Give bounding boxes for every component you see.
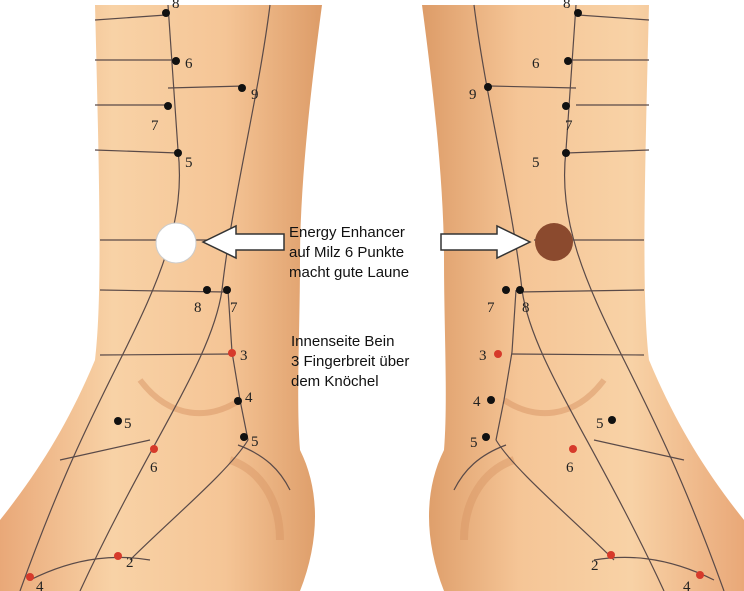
right-acupoint-marker (502, 286, 510, 294)
note-line: 3 Fingerbreit über (291, 352, 409, 372)
right-acupoint-marker (487, 396, 495, 404)
left-acupoint-label: 7 (151, 118, 159, 134)
right-acupoint-label: 5 (470, 435, 478, 451)
right-acupoint-label: 3 (479, 348, 487, 364)
right-acupoint-marker (494, 350, 502, 358)
left-acupoint-marker (164, 102, 172, 110)
right-acupoint-label: 4 (473, 394, 481, 410)
right-acupoint-marker (562, 102, 570, 110)
left-acupoint-label: 8 (172, 0, 180, 12)
left-acupoint-marker (172, 57, 180, 65)
spleen-6-highlight-white (156, 223, 196, 263)
left-acupoint-label: 8 (194, 300, 202, 316)
left-acupoint-marker (223, 286, 231, 294)
left-acupoint-marker (203, 286, 211, 294)
left-acupoint-label: 5 (251, 434, 259, 450)
right-acupoint-marker (607, 551, 615, 559)
right-acupoint-label: 9 (469, 87, 477, 103)
right-acupoint-marker (484, 83, 492, 91)
left-acupoint-label: 4 (36, 579, 44, 591)
left-acupoint-label: 2 (126, 555, 134, 571)
right-acupoint-marker (608, 416, 616, 424)
left-acupoint-label: 5 (124, 416, 132, 432)
left-acupoint-label: 4 (245, 390, 253, 406)
note-line: auf Milz 6 Punkte (289, 243, 409, 263)
right-acupoint-label: 6 (566, 460, 574, 476)
left-acupoint-marker (114, 552, 122, 560)
right-acupoint-marker (569, 445, 577, 453)
left-acupoint-marker (234, 397, 242, 405)
left-acupoint-marker (228, 349, 236, 357)
note-line: dem Knöchel (291, 372, 409, 392)
right-acupoint-marker (696, 571, 704, 579)
location-note: Innenseite Bein 3 Fingerbreit über dem K… (291, 332, 409, 392)
note-line: Innenseite Bein (291, 332, 409, 352)
left-leg (0, 5, 322, 591)
left-acupoint-label: 6 (185, 56, 193, 72)
left-acupoint-marker (238, 84, 246, 92)
left-acupoint-marker (174, 149, 182, 157)
right-acupoint-label: 7 (487, 300, 495, 316)
right-acupoint-label: 5 (596, 416, 604, 432)
left-acupoint-marker (240, 433, 248, 441)
right-acupoint-label: 6 (532, 56, 540, 72)
right-acupoint-marker (562, 149, 570, 157)
right-acupoint-label: 7 (565, 118, 573, 134)
left-acupoint-marker (150, 445, 158, 453)
right-acupoint-label: 8 (522, 300, 530, 316)
note-line: macht gute Laune (289, 263, 409, 283)
left-acupoint-label: 9 (251, 87, 259, 103)
left-acupoint-label: 6 (150, 460, 158, 476)
energy-enhancer-note: Energy Enhancer auf Milz 6 Punkte macht … (289, 223, 409, 283)
right-acupoint-marker (574, 9, 582, 17)
right-acupoint-label: 8 (563, 0, 571, 12)
left-acupoint-label: 3 (240, 348, 248, 364)
left-acupoint-marker (114, 417, 122, 425)
right-acupoint-label: 5 (532, 155, 540, 171)
spleen-6-highlight-brown (535, 223, 573, 261)
left-acupoint-label: 5 (185, 155, 193, 171)
note-line: Energy Enhancer (289, 223, 409, 243)
right-acupoint-marker (482, 433, 490, 441)
right-acupoint-label: 4 (683, 579, 691, 591)
left-acupoint-marker (26, 573, 34, 581)
left-acupoint-label: 7 (230, 300, 238, 316)
right-acupoint-label: 2 (591, 558, 599, 574)
right-acupoint-marker (564, 57, 572, 65)
left-acupoint-marker (162, 9, 170, 17)
right-acupoint-marker (516, 286, 524, 294)
